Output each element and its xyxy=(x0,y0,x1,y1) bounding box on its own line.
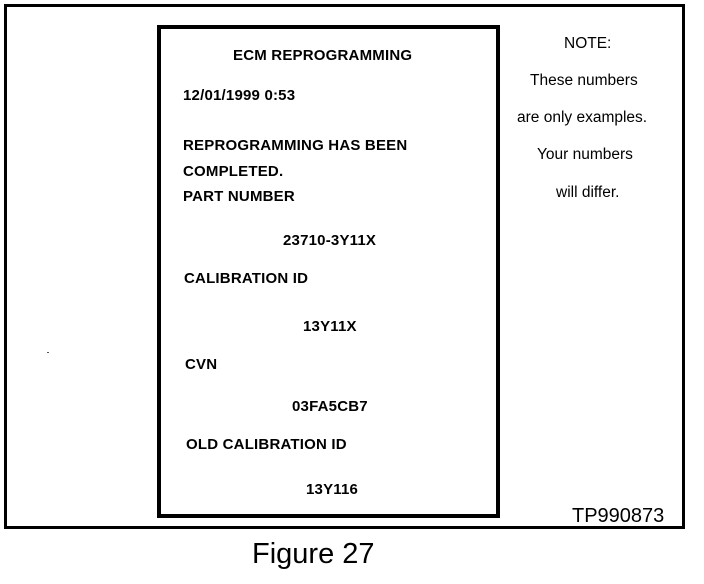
calibration-id-value: 13Y11X xyxy=(303,318,357,335)
figure-code: TP990873 xyxy=(572,505,665,527)
scan-speck xyxy=(47,352,49,353)
note-line-3: Your numbers xyxy=(537,146,633,163)
printout-title: ECM REPROGRAMMING xyxy=(233,47,413,64)
figure-frame xyxy=(4,4,685,529)
status-line-2: COMPLETED. xyxy=(183,163,284,180)
cvn-label: CVN xyxy=(185,356,218,373)
printout-datetime: 12/01/1999 0:53 xyxy=(183,87,296,104)
old-calibration-id-value: 13Y116 xyxy=(306,481,359,498)
note-heading: NOTE: xyxy=(564,35,612,52)
part-number-value: 23710-3Y11X xyxy=(283,232,377,249)
ecm-printout xyxy=(157,25,500,518)
part-number-label: PART NUMBER xyxy=(183,188,295,205)
cvn-value: 03FA5CB7 xyxy=(292,398,368,415)
note-line-1: These numbers xyxy=(530,72,638,89)
old-calibration-id-label: OLD CALIBRATION ID xyxy=(186,436,347,453)
status-line-1: REPROGRAMMING HAS BEEN xyxy=(183,137,408,154)
note-line-2: are only examples. xyxy=(517,109,648,126)
figure-caption: Figure 27 xyxy=(252,538,375,570)
calibration-id-label: CALIBRATION ID xyxy=(184,270,309,287)
note-line-4: will differ. xyxy=(556,184,620,201)
